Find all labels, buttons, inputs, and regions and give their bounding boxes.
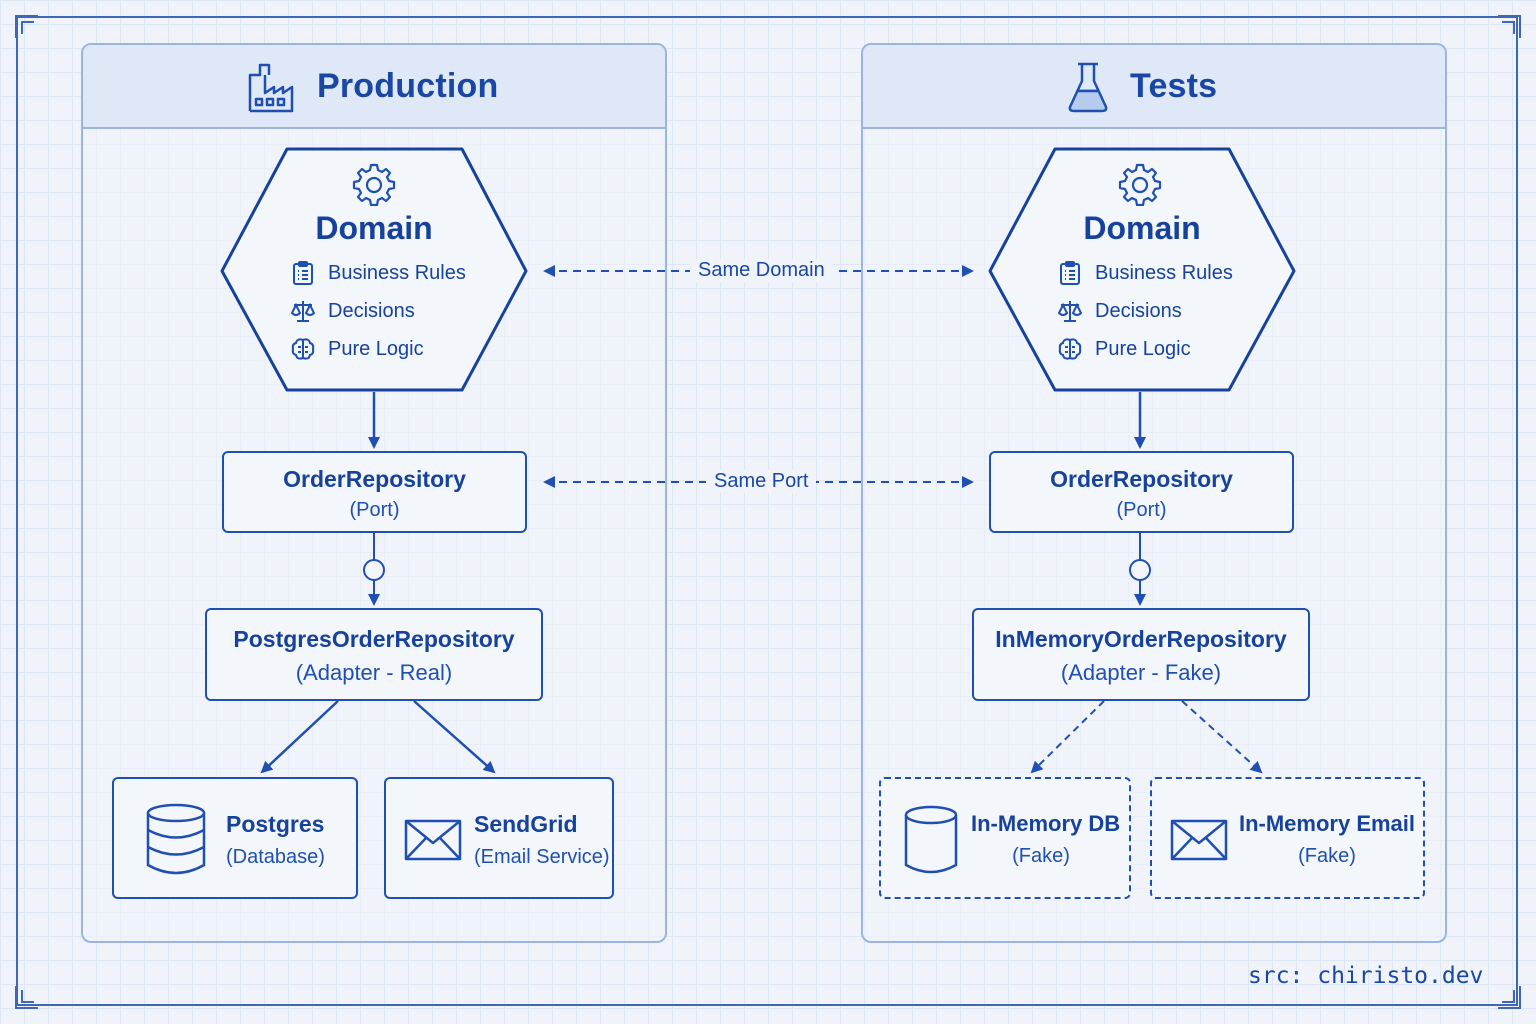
target-role: (Fake) — [1012, 845, 1070, 867]
port-role: (Port) — [1116, 499, 1167, 521]
domain-rule-item: Decisions — [1057, 298, 1182, 324]
envelope-icon — [404, 819, 462, 861]
corner-mark-icon — [15, 15, 38, 38]
same-port-label: Same Port — [706, 470, 817, 493]
target-role: (Email Service) — [474, 846, 610, 868]
rule-label: Decisions — [328, 299, 415, 322]
port-box: OrderRepository (Port) — [222, 451, 527, 533]
database-icon — [146, 803, 206, 875]
domain-hexagon — [220, 147, 528, 392]
scales-icon — [290, 301, 316, 322]
domain-title: Domain — [1083, 210, 1201, 246]
adapter-name: InMemoryOrderRepository — [995, 626, 1287, 652]
domain-title: Domain — [315, 210, 433, 246]
target-name: In-Memory Email — [1238, 811, 1416, 836]
port-name: OrderRepository — [283, 466, 466, 492]
gear-icon — [1118, 163, 1162, 206]
brain-icon — [1058, 338, 1082, 360]
target-text: In-Memory DB (Fake) — [971, 811, 1121, 868]
domain-rule-item: Pure Logic — [1057, 336, 1191, 362]
panel-title: Tests — [1130, 67, 1218, 105]
rule-label: Business Rules — [328, 261, 466, 284]
scales-icon — [1057, 301, 1083, 322]
corner-mark-icon — [1498, 15, 1521, 38]
adapter-box: PostgresOrderRepository (Adapter - Real) — [205, 608, 543, 701]
adapter-role: (Adapter - Real) — [295, 660, 453, 685]
uses-arrow — [1181, 700, 1263, 774]
domain-rule-item: Business Rules — [290, 260, 466, 286]
target-role: (Fake) — [1298, 845, 1356, 867]
factory-icon — [248, 63, 294, 113]
gear-icon — [352, 163, 396, 206]
panel-title: Production — [317, 67, 499, 105]
uses-arrow — [260, 700, 339, 774]
production-header: Production — [83, 45, 665, 129]
port-name: OrderRepository — [1050, 466, 1233, 492]
uses-arrow — [413, 700, 496, 774]
rule-label: Pure Logic — [1095, 337, 1191, 360]
clipboard-list-icon — [1060, 261, 1080, 285]
tests-header: Tests — [863, 45, 1445, 129]
uses-arrow — [1030, 700, 1105, 774]
envelope-icon — [1170, 819, 1228, 861]
database-box: Postgres (Database) — [112, 777, 358, 899]
port-socket — [363, 559, 385, 581]
target-role: (Database) — [226, 846, 325, 868]
rule-label: Decisions — [1095, 299, 1182, 322]
domain-rule-item: Pure Logic — [290, 336, 424, 362]
in-memory-db-box: In-Memory DB (Fake) — [879, 777, 1131, 899]
target-text: Postgres (Database) — [226, 811, 325, 869]
rule-label: Business Rules — [1095, 261, 1233, 284]
domain-hexagon — [988, 147, 1296, 392]
port-role: (Port) — [349, 499, 400, 521]
domain-rule-item: Business Rules — [1057, 260, 1233, 286]
email-service-box: SendGrid (Email Service) — [384, 777, 614, 899]
adapter-box: InMemoryOrderRepository (Adapter - Fake) — [972, 608, 1310, 701]
target-text: In-Memory Email (Fake) — [1238, 811, 1416, 868]
adapter-name: PostgresOrderRepository — [233, 626, 515, 652]
clipboard-list-icon — [293, 261, 313, 285]
cylinder-icon — [904, 805, 958, 874]
target-name: Postgres — [226, 811, 325, 837]
corner-mark-icon — [1498, 986, 1521, 1009]
target-text: SendGrid (Email Service) — [474, 811, 610, 869]
port-socket — [1129, 559, 1151, 581]
outer-frame — [16, 16, 1518, 1006]
adapter-role: (Adapter - Fake) — [1060, 660, 1222, 685]
source-credit: src: chiristo.dev — [1248, 963, 1484, 989]
rule-label: Pure Logic — [328, 337, 424, 360]
flask-icon — [1068, 62, 1108, 113]
in-memory-email-box: In-Memory Email (Fake) — [1150, 777, 1425, 899]
target-name: In-Memory DB — [971, 811, 1121, 836]
same-domain-label: Same Domain — [690, 259, 833, 282]
target-name: SendGrid — [474, 811, 578, 837]
port-box: OrderRepository (Port) — [989, 451, 1294, 533]
brain-icon — [291, 338, 315, 360]
domain-rule-item: Decisions — [290, 298, 415, 324]
corner-mark-icon — [15, 986, 38, 1009]
